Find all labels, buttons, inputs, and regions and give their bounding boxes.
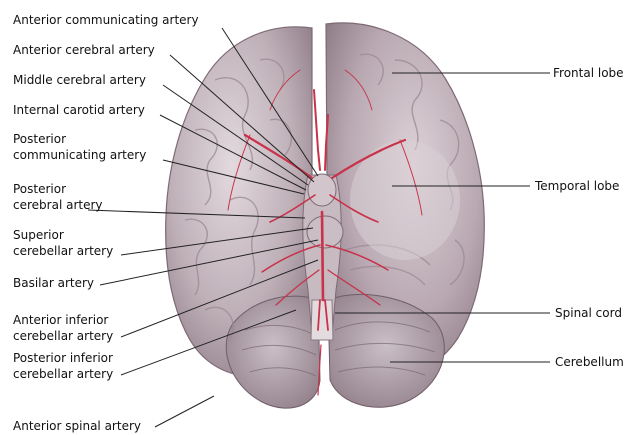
label-superior-cerebellar-artery-line2: cerebellar artery xyxy=(13,244,113,258)
label-anterior-cerebral-artery: Anterior cerebral artery xyxy=(13,43,155,57)
label-anterior-inferior-cerebellar-artery-line1: Anterior inferior xyxy=(13,313,108,327)
label-cerebellum: Cerebellum xyxy=(555,355,624,369)
label-posterior-communicating-artery-line2: communicating artery xyxy=(13,148,146,162)
label-internal-carotid-artery: Internal carotid artery xyxy=(13,103,145,117)
label-temporal-lobe: Temporal lobe xyxy=(535,179,619,193)
label-posterior-cerebral-artery-line1: Posterior xyxy=(13,182,66,196)
label-middle-cerebral-artery: Middle cerebral artery xyxy=(13,73,146,87)
label-spinal-cord: Spinal cord xyxy=(555,306,622,320)
label-posterior-inferior-cerebellar-artery-line1: Posterior inferior xyxy=(13,351,113,365)
label-anterior-communicating-artery: Anterior communicating artery xyxy=(13,13,199,27)
label-frontal-lobe: Frontal lobe xyxy=(553,66,624,80)
label-anterior-spinal-artery: Anterior spinal artery xyxy=(13,419,141,433)
label-posterior-inferior-cerebellar-artery-line2: cerebellar artery xyxy=(13,367,113,381)
label-superior-cerebellar-artery-line1: Superior xyxy=(13,228,64,242)
spinal-cord-shape xyxy=(311,300,333,340)
label-basilar-artery: Basilar artery xyxy=(13,276,94,290)
label-posterior-cerebral-artery-line2: cerebral artery xyxy=(13,198,103,212)
label-anterior-inferior-cerebellar-artery-line2: cerebellar artery xyxy=(13,329,113,343)
label-posterior-communicating-artery-line1: Posterior xyxy=(13,132,66,146)
